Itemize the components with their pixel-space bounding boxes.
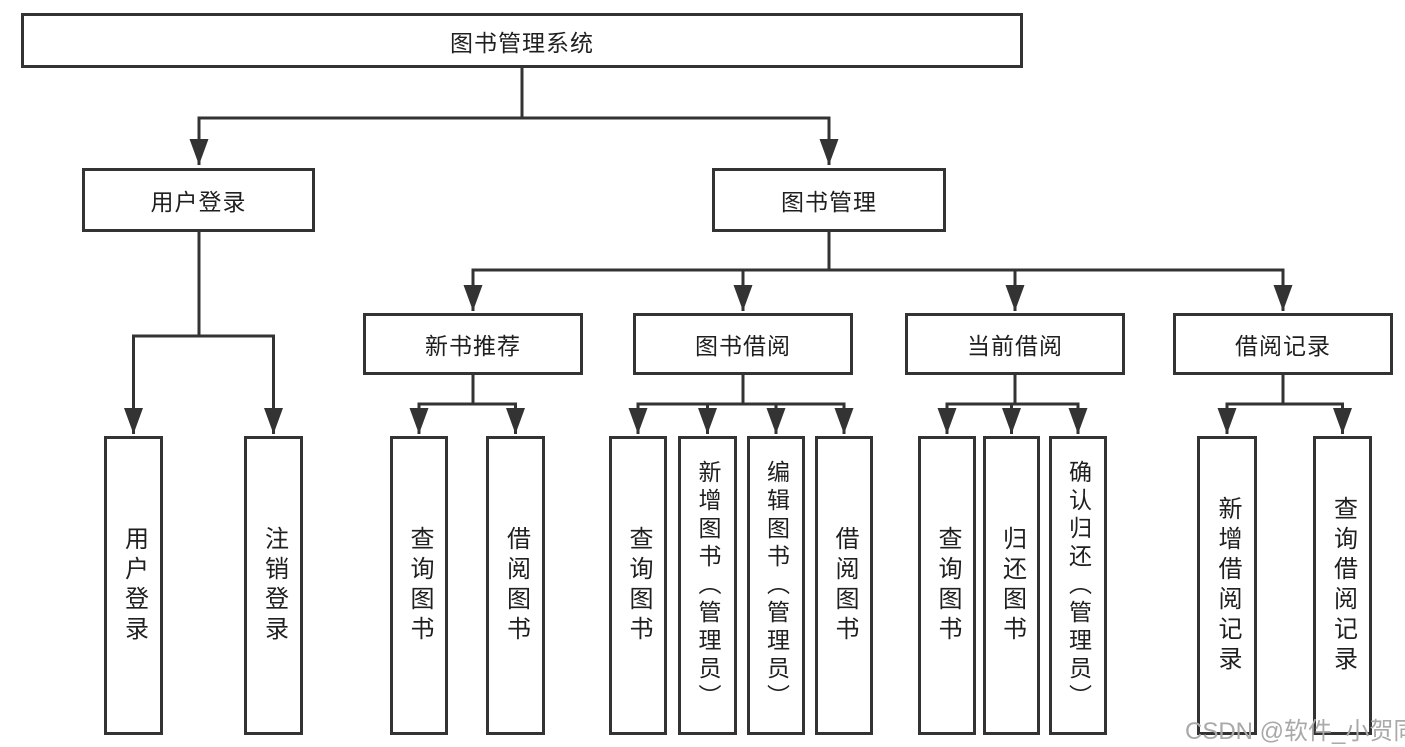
leaf-bb-edit-books-admin: 编辑图书（管理员） (747, 436, 805, 735)
leaf-br-query-record: 查询借阅记录 (1313, 436, 1372, 735)
leaf-br-add-record-label: 新增借阅记录 (1214, 495, 1241, 676)
node-current-borrowing-label: 当前借阅 (967, 333, 1063, 359)
leaf-logout-login: 注销登录 (244, 436, 303, 735)
leaf-bb-add-books-admin-label: 新增图书（管理员） (695, 459, 721, 712)
leaf-cb-query-books: 查询图书 (918, 436, 976, 735)
leaf-cb-confirm-return-admin: 确认归还（管理员） (1049, 436, 1107, 735)
node-book-borrowing-label: 图书借阅 (695, 333, 791, 359)
csdn-watermark: CSDN @软件_小贺同学 (1185, 718, 1405, 745)
leaf-nbr-query-books-label: 查询图书 (406, 525, 433, 646)
leaf-cb-return-books-label: 归还图书 (998, 525, 1026, 646)
leaf-nbr-borrow-books-label: 借阅图书 (502, 525, 530, 646)
leaf-nbr-query-books: 查询图书 (390, 436, 448, 735)
leaf-bb-query-books-label: 查询图书 (625, 525, 652, 646)
leaf-bb-edit-books-admin-label: 编辑图书（管理员） (763, 459, 790, 712)
leaf-user-login-label: 用户登录 (120, 525, 148, 646)
leaf-bb-borrow-books-label: 借阅图书 (831, 525, 858, 646)
leaf-cb-return-books: 归还图书 (983, 436, 1040, 735)
node-user-login-label: 用户登录 (150, 189, 247, 215)
leaf-bb-query-books: 查询图书 (609, 436, 667, 735)
node-book-borrowing: 图书借阅 (633, 313, 853, 375)
leaf-bb-add-books-admin: 新增图书（管理员） (678, 436, 737, 735)
node-new-book-recommendation-label: 新书推荐 (425, 333, 521, 359)
node-book-management-label: 图书管理 (781, 189, 877, 215)
node-root: 图书管理系统 (21, 13, 1023, 68)
node-new-book-recommendation: 新书推荐 (363, 313, 583, 375)
leaf-nbr-borrow-books: 借阅图书 (486, 436, 545, 735)
leaf-br-query-record-label: 查询借阅记录 (1329, 495, 1357, 676)
leaf-bb-borrow-books: 借阅图书 (815, 436, 873, 735)
node-user-login: 用户登录 (82, 168, 315, 232)
node-book-management: 图书管理 (712, 168, 946, 232)
leaf-cb-query-books-label: 查询图书 (934, 525, 961, 646)
leaf-user-login: 用户登录 (104, 436, 163, 735)
leaf-logout-login-label: 注销登录 (260, 525, 288, 646)
node-current-borrowing: 当前借阅 (905, 313, 1125, 375)
node-borrowing-records: 借阅记录 (1173, 313, 1393, 375)
leaf-cb-confirm-return-admin-label: 确认归还（管理员） (1065, 459, 1092, 712)
node-root-label: 图书管理系统 (450, 29, 594, 56)
node-borrowing-records-label: 借阅记录 (1235, 333, 1331, 359)
leaf-br-add-record: 新增借阅记录 (1197, 436, 1257, 735)
